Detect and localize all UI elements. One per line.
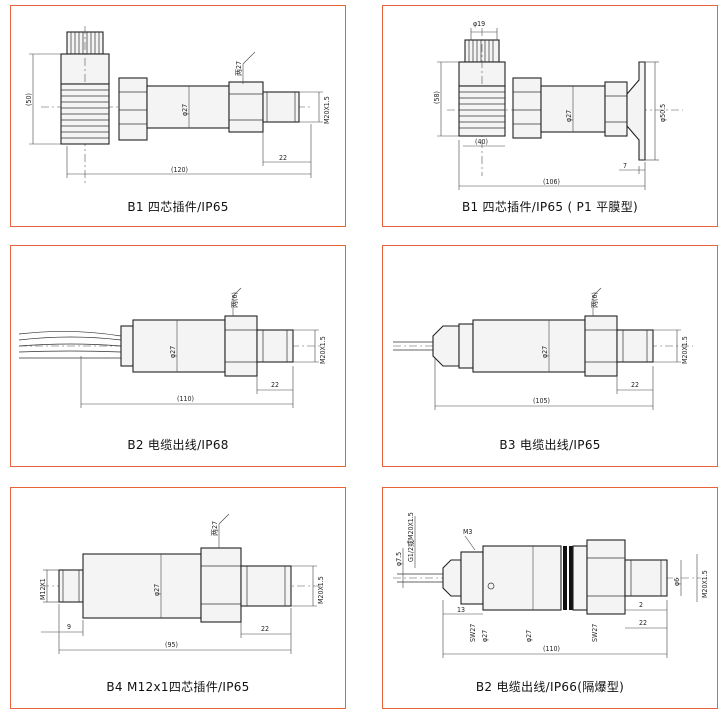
dim-hex: 两(6) — [591, 292, 599, 308]
panel-b1: (50) 两​27 φ27 M20X1.5 (120) 22 B1 四芯插件/I… — [10, 5, 346, 227]
dim-left: 9 — [67, 623, 71, 631]
dim-diameter: φ27 — [181, 104, 189, 116]
drawing-b2-ex: φ7.5 G1/2或M20X1.5 M3 13 SW27 φ27 φ27 SW2… — [393, 512, 709, 658]
dim-step: 7 — [623, 162, 627, 170]
dim-m3: M3 — [463, 528, 472, 536]
dim-plug: M12X1 — [39, 578, 47, 600]
dim-thread-length: 22 — [639, 619, 647, 627]
drawing-b4: 两27 M12X1 φ27 M20X1.5 9 (95) 22 — [39, 513, 325, 654]
dim-height: (50) — [25, 93, 33, 106]
dim-diameter: φ27 — [565, 110, 573, 122]
caption-b3: B3 电缆出线/IP65 — [499, 438, 601, 452]
caption-b4: B4 M12x1四芯插件/IP65 — [106, 680, 250, 694]
dim-thread: M20X1.5 — [323, 96, 331, 124]
dim-thread-length: 22 — [279, 154, 287, 162]
dim-t13: 13 — [457, 606, 465, 614]
dim-flange: φ50.5 — [659, 104, 667, 122]
panel-b2-ex: φ7.5 G1/2或M20X1.5 M3 13 SW27 φ27 φ27 SW2… — [382, 487, 718, 709]
dim-diameter: φ27 — [153, 584, 161, 596]
panel-b3: 两(6) φ27 M20X1.5 (105) 22 B3 电缆出线/IP65 — [382, 245, 718, 467]
dim-length: (95) — [165, 641, 178, 649]
dim-length: (105) — [533, 397, 550, 405]
dim-gland-thread: G1/2或M20X1.5 — [406, 512, 415, 562]
dim-diameter: φ27 — [169, 346, 177, 358]
dim-length: (110) — [177, 395, 194, 403]
dim-s1: SW27 — [469, 624, 477, 642]
dim-two: 2 — [639, 601, 643, 609]
dim-d1: φ27 — [481, 630, 489, 642]
dim-hex: 两(6) — [231, 292, 239, 308]
dim-length: (106) — [543, 178, 560, 186]
dim-hex: 两27 — [211, 521, 219, 536]
dim-thread-length: 22 — [261, 625, 269, 633]
dim-thread: M20X1.5 — [317, 576, 325, 604]
dim-length: (110) — [543, 645, 560, 653]
dim-thread-length: 22 — [631, 381, 639, 389]
dim-thread: M20X1.5 — [319, 336, 327, 364]
caption-b2-ex: B2 电缆出线/IP66(隔爆型) — [475, 680, 625, 694]
drawing-b2: 两(6) φ27 M20X1.5 (110) 22 — [18, 287, 327, 408]
drawing-b3: 两(6) φ27 M20X1.5 (105) 22 — [393, 287, 693, 410]
panel-b2: 两(6) φ27 M20X1.5 (110) 22 B2 电缆出线/IP68 — [10, 245, 346, 467]
panel-b1-p1: φ19 (58) (40) φ27 φ50.5 (106) 7 B1 四芯插件/… — [382, 5, 718, 227]
dim-cable: φ7.5 — [395, 552, 403, 566]
dim-height: (58) — [433, 91, 441, 104]
dim-s2: SW27 — [591, 624, 599, 642]
dim-length: (120) — [171, 166, 188, 174]
panel-b4: 两27 M12X1 φ27 M20X1.5 9 (95) 22 B4 M12x1… — [10, 487, 346, 709]
caption-b1: B1 四芯插件/IP65 — [127, 200, 229, 214]
dim-thread-length: 22 — [271, 381, 279, 389]
drawing-b1-p1: φ19 (58) (40) φ27 φ50.5 (106) 7 — [433, 20, 683, 190]
dim-width: (40) — [475, 138, 488, 146]
drawing-b1: (50) 两​27 φ27 M20X1.5 (120) 22 — [25, 26, 331, 186]
caption-b1-p1: B1 四芯插件/IP65 ( P1 平膜型) — [461, 200, 639, 214]
caption-b2: B2 电缆出线/IP68 — [127, 438, 229, 452]
dim-d2: φ27 — [525, 630, 533, 642]
dim-top: φ19 — [473, 20, 485, 28]
dim-h: φ6 — [673, 578, 681, 586]
dim-thread: M20X1.5 — [701, 570, 709, 598]
dim-thread: M20X1.5 — [681, 336, 689, 364]
dim-diameter: φ27 — [541, 346, 549, 358]
dim-hex: 两​27 — [235, 61, 243, 76]
